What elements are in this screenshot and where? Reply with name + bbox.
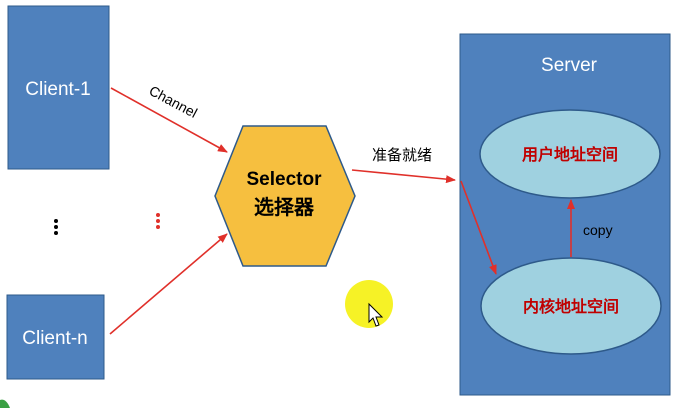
corner-decoration — [0, 399, 10, 408]
kernel-space-label: 内核地址空间 — [523, 297, 619, 316]
channel-arrow-bottom — [109, 233, 228, 335]
ready-label: 准备就绪 — [372, 146, 432, 164]
copy-label: copy — [583, 222, 613, 238]
ready-arrow — [351, 169, 456, 184]
server-title: Server — [541, 55, 598, 76]
mouse-pointer-icon — [368, 302, 384, 327]
channel-ellipsis-dots — [156, 213, 160, 229]
client-n-box — [6, 294, 105, 380]
channel-label: Channel — [147, 82, 201, 121]
selector-title: Selector — [247, 169, 323, 190]
kernel-space-ellipse — [480, 257, 662, 355]
selector-subtitle: 选择器 — [254, 195, 315, 219]
channel-arrow-top — [110, 87, 228, 153]
user-space-ellipse — [479, 109, 661, 199]
client-ellipsis-dots — [54, 219, 58, 235]
client-n-label: Client-n — [22, 328, 87, 349]
selector-hexagon — [214, 125, 356, 267]
user-space-label: 用户地址空间 — [522, 145, 618, 164]
kernel-entry-arrow — [460, 180, 497, 275]
client-1-box — [7, 5, 110, 170]
client-1-label: Client-1 — [25, 79, 90, 100]
